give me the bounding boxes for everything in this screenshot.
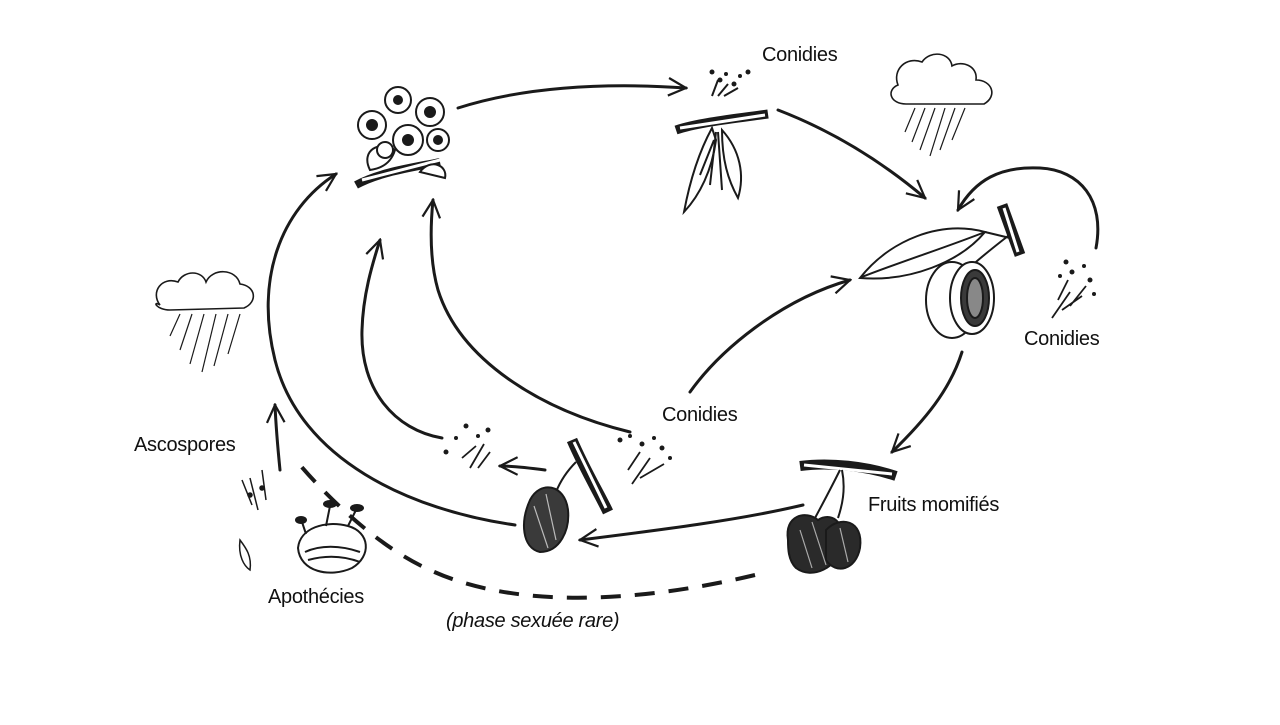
- apothecia-icon: [295, 500, 367, 574]
- rain-cloud-icon: [155, 270, 255, 373]
- conidiophore-icon: [617, 434, 672, 485]
- ascospore-icon: [238, 469, 267, 572]
- flower-cluster-icon: [354, 86, 450, 189]
- arrow-to-conidiophore-left: [500, 466, 547, 470]
- arrow-ascospores-up: [275, 405, 280, 472]
- label-ascospores: Ascospores: [134, 434, 236, 456]
- label-conidies-center: Conidies: [662, 404, 738, 426]
- arrow-fruit-to-mummies: [892, 350, 964, 452]
- label-conidies-right: Conidies: [1024, 328, 1100, 350]
- sexual-phase-dashed-path: [298, 463, 756, 600]
- rain-cloud-icon: [890, 53, 993, 157]
- mummified-fruits-icon: [786, 459, 898, 574]
- label-apothecies: Apothécies: [268, 586, 364, 608]
- infected-blossom-icon: [674, 69, 769, 216]
- arrow-blossom-to-leaf: [776, 108, 925, 198]
- leaf-and-fruit-icon: [858, 203, 1026, 339]
- label-phase-sexuee: (phase sexuée rare): [446, 610, 620, 632]
- arrow-conidies-to-flower-inner: [431, 200, 632, 434]
- arrow-conidies-back-to-leaf: [956, 166, 1100, 250]
- conidiophore-icon: [443, 423, 491, 469]
- arrow-conidies-to-fruit: [688, 280, 850, 394]
- arrow-hanging-to-flower-outer: [266, 172, 517, 527]
- arrow-flower-to-blossom: [456, 86, 686, 110]
- label-conidies-top: Conidies: [762, 44, 838, 66]
- arrow-mummies-to-hanging: [580, 503, 805, 540]
- conidiophore-icon: [1051, 259, 1096, 319]
- label-fruits-momifies: Fruits momifiés: [868, 494, 1000, 516]
- arrow-to-flower-middle: [360, 240, 444, 440]
- mummified-hanging-fruit-icon: [523, 437, 613, 554]
